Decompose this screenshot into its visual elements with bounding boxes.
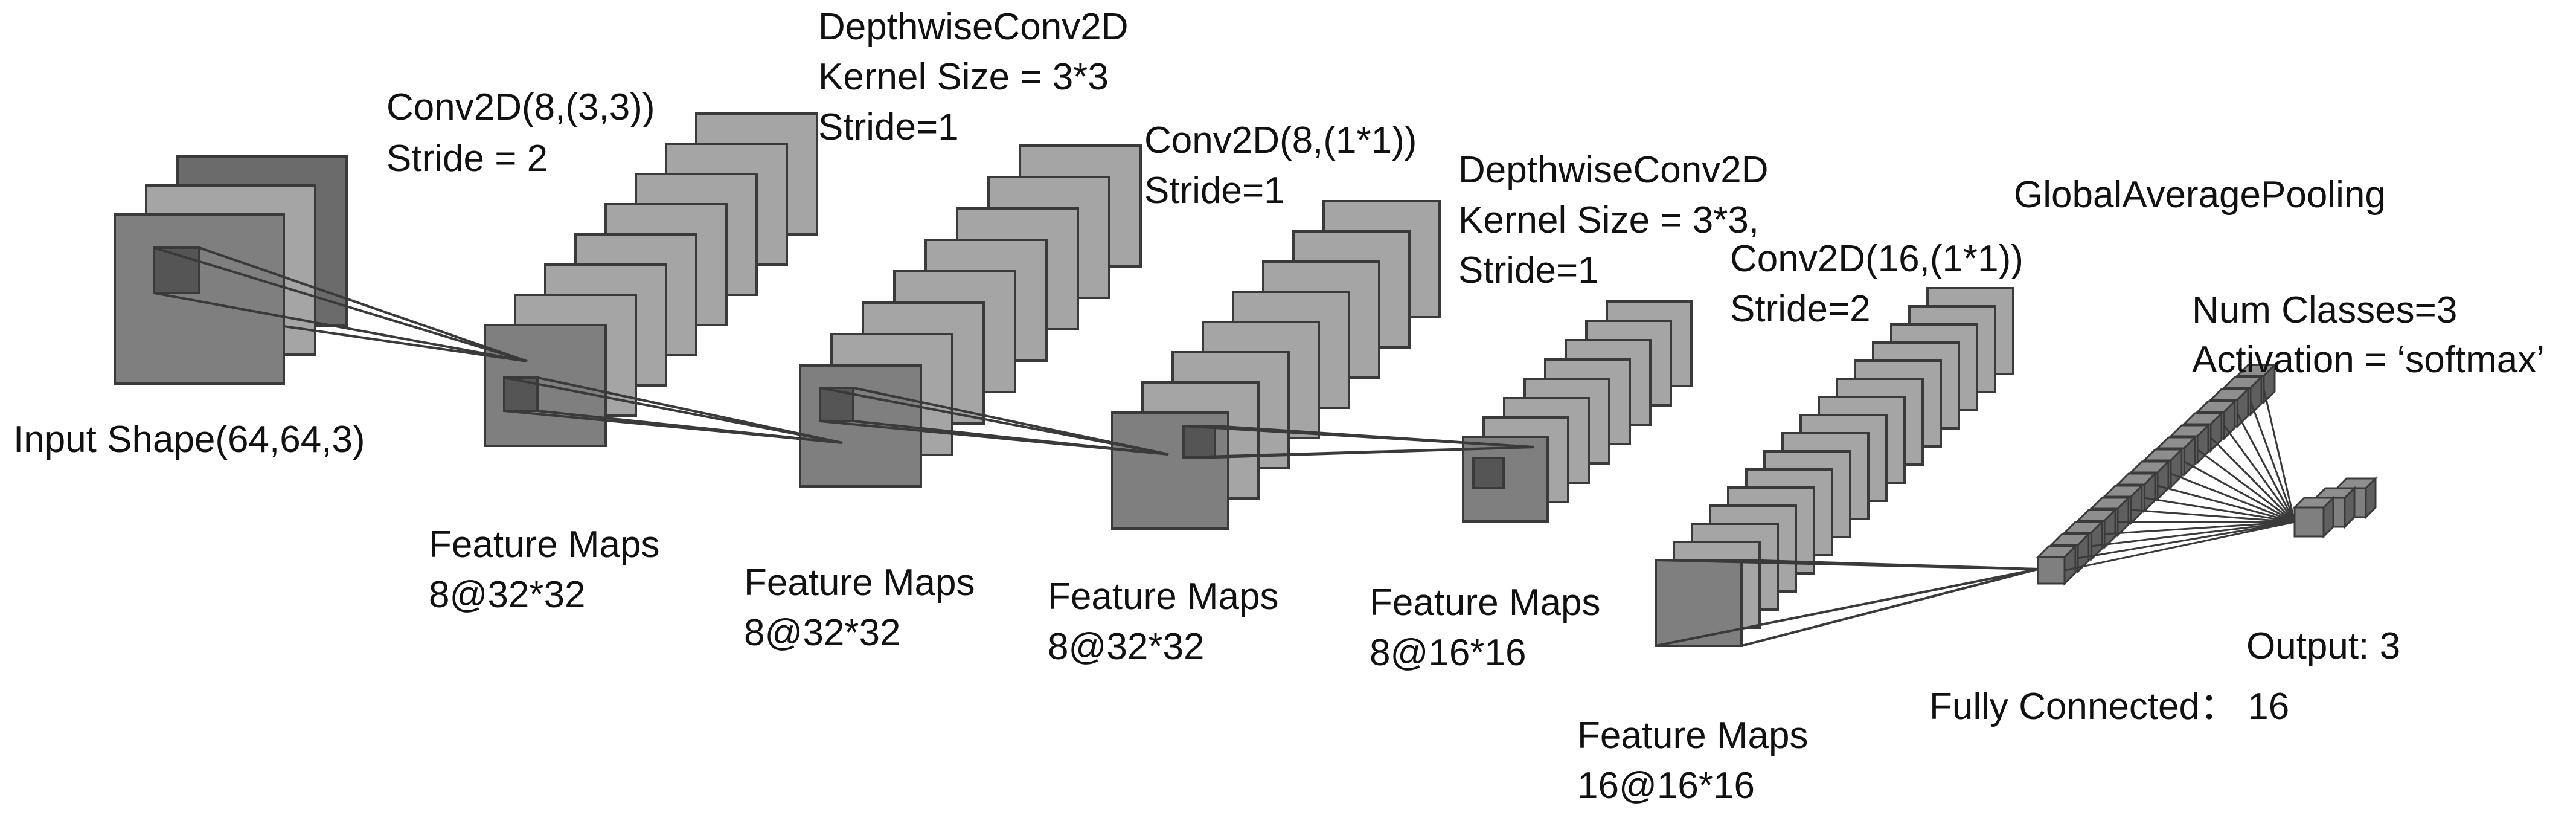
feature-maps-4-stack — [1462, 300, 1693, 523]
fc-output-line-11 — [2197, 448, 2295, 523]
kernel-connector-line-8 — [537, 410, 843, 444]
fc-output-line-8 — [2157, 485, 2295, 523]
kernel-connector-line-3 — [153, 292, 528, 362]
kernel-connector-line-4 — [283, 325, 528, 362]
input-shape-label: Input Shape(64,64,3) — [13, 419, 365, 460]
output-units — [2292, 476, 2378, 539]
dense-layers — [2036, 362, 2378, 586]
fc-output-line-13 — [2223, 425, 2296, 523]
fc-output-connections — [2064, 388, 2296, 572]
pointwise1-label-line1: Conv2D(8,(1*1)) — [1144, 120, 1417, 161]
fc-output-line-2 — [2077, 521, 2295, 559]
depthwise1-label-line3: Stride=1 — [818, 106, 959, 148]
input-volume-kernel — [153, 246, 200, 294]
labels: Input Shape(64,64,3) Conv2D(8,(3,3)) Str… — [13, 6, 2545, 807]
fc-output-line-4 — [2104, 521, 2295, 535]
output-label: Output: 3 — [2246, 625, 2400, 667]
fc-output-line-10 — [2184, 460, 2295, 523]
feature-maps-5-dims: 16@16*16 — [1577, 765, 1755, 807]
feature-maps-4-title: Feature Maps — [1370, 582, 1601, 623]
fc-output-line-12 — [2209, 436, 2296, 523]
input-volume — [114, 155, 348, 385]
feature-maps-4-dims: 8@16*16 — [1370, 632, 1526, 674]
pointwise2-label-line1: Conv2D(16,(1*1)) — [1730, 238, 2023, 280]
fc-label-line1: Num Classes=3 — [2192, 289, 2457, 331]
pointwise2-label-line2: Stride=2 — [1730, 288, 1871, 330]
fc-output-line-6 — [2130, 509, 2295, 523]
feature-maps-5-stack — [1655, 287, 2014, 647]
fc-output-line-7 — [2144, 497, 2295, 523]
depthwise1-label-line2: Kernel Size = 3*3 — [818, 56, 1109, 98]
kernel-connector-line-2 — [199, 246, 528, 362]
fc-label-line2: Activation = ‘softmax’ — [2192, 339, 2545, 381]
feature-maps-4-stack-kernel — [1472, 457, 1505, 489]
feature-maps-2-title: Feature Maps — [744, 562, 975, 604]
fc-output-line-1 — [2064, 521, 2295, 572]
layer-stacks — [114, 112, 2014, 647]
fc-output-line-16 — [2263, 388, 2296, 523]
output-units-unit-1-front — [2293, 506, 2325, 538]
depthwise2-label-line1: DepthwiseConv2D — [1458, 149, 1768, 191]
fc-output-line-9 — [2170, 472, 2295, 523]
feature-maps-5-stack-map-1 — [1655, 559, 1743, 647]
kernel-connectors — [153, 246, 2039, 647]
depthwise1-label-line1: DepthwiseConv2D — [818, 6, 1128, 48]
fc-output-line-15 — [2249, 401, 2296, 523]
kernel-connector-line-19 — [1655, 568, 2039, 647]
kernel-connector-line-20 — [1741, 568, 2039, 647]
fc-output-line-3 — [2091, 521, 2295, 547]
kernel-connector-line-6 — [537, 376, 843, 444]
kernel-connector-line-14 — [1214, 425, 1534, 448]
global-average-pooling-label: GlobalAveragePooling — [2014, 174, 2386, 216]
kernel-connector-line-10 — [853, 387, 1169, 456]
feature-maps-1-title: Feature Maps — [429, 524, 660, 565]
depthwise2-label-line3: Stride=1 — [1458, 250, 1599, 291]
kernel-connector-line-18 — [1741, 559, 2039, 570]
feature-maps-3-title: Feature Maps — [1048, 576, 1279, 617]
kernel-connector-line-1 — [153, 246, 528, 362]
conv1-label-line2: Stride = 2 — [386, 138, 548, 179]
kernel-connector-line-16 — [1214, 446, 1534, 459]
fully-connected-label: Fully Connected： 16 — [1929, 686, 2289, 727]
feature-maps-2-stack — [799, 144, 1142, 488]
feature-maps-1-dims: 8@32*32 — [429, 574, 585, 616]
feature-maps-5-title: Feature Maps — [1577, 715, 1809, 756]
kernel-connector-line-12 — [853, 420, 1169, 456]
feature-maps-1-stack — [484, 112, 818, 447]
depthwise2-label-line2: Kernel Size = 3*3, — [1458, 199, 1759, 241]
fc-output-line-14 — [2236, 413, 2296, 523]
pointwise1-label-line2: Stride=1 — [1144, 170, 1285, 211]
feature-maps-2-dims: 8@32*32 — [744, 612, 900, 654]
feature-maps-3-stack — [1111, 200, 1441, 530]
fully-connected-units-unit-1-front — [2037, 556, 2066, 585]
feature-maps-3-stack-kernel — [1182, 425, 1216, 459]
feature-maps-3-dims: 8@32*32 — [1048, 626, 1204, 668]
conv1-label-line1: Conv2D(8,(3,3)) — [386, 86, 655, 128]
input-volume-map-1 — [114, 213, 285, 385]
